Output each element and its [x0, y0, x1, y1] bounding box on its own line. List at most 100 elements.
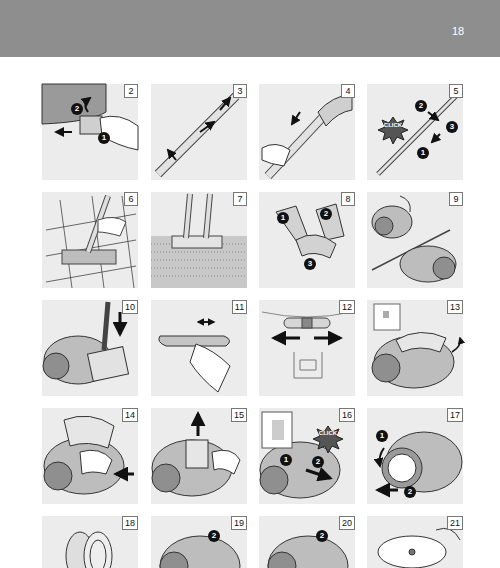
panel-ground	[367, 408, 463, 504]
hose-connect	[56, 131, 72, 133]
power-slider	[262, 312, 352, 378]
carpet-floor	[206, 194, 210, 238]
filter-disc	[66, 532, 112, 568]
step-number: 8	[345, 195, 350, 204]
step-number: 5	[453, 87, 458, 96]
tube-click	[378, 117, 408, 144]
filter-click	[272, 420, 284, 440]
filter-click	[313, 426, 343, 453]
carpet-floor	[186, 194, 190, 238]
handle-fit	[318, 94, 352, 126]
step-number-box: 7	[233, 192, 247, 206]
power-slider	[294, 352, 322, 378]
lid-open	[452, 338, 460, 352]
callout-number: 2	[415, 100, 427, 112]
bag-remove	[44, 438, 124, 494]
nozzle-slide	[190, 344, 230, 392]
step-number-box: 17	[447, 408, 463, 422]
accessory-tools	[296, 235, 336, 258]
step-number: 17	[450, 411, 460, 420]
nozzle-slide	[159, 322, 230, 392]
grille-remove	[378, 489, 398, 492]
callout-number: 1	[280, 454, 292, 466]
lid-open	[372, 304, 460, 388]
accessory-tools	[316, 204, 344, 240]
carpet-floor	[172, 236, 222, 248]
step-number-box: 4	[341, 84, 355, 98]
hard-floor	[46, 196, 136, 288]
carpet-floor	[186, 194, 190, 238]
handle-fit	[262, 144, 290, 166]
tube-click	[432, 134, 440, 142]
nozzle-slide	[159, 336, 230, 346]
page-number: 18	[452, 26, 464, 37]
step-number: 11	[235, 303, 244, 312]
panel-ground	[367, 516, 463, 568]
step-number: 10	[125, 303, 135, 312]
step-number: 4	[345, 87, 350, 96]
vacuum-body	[160, 552, 188, 568]
click-burst-text: CLICK	[384, 122, 402, 128]
step-number: 12	[342, 303, 352, 312]
tube-extend	[158, 96, 236, 174]
callout-number: 2	[316, 530, 328, 542]
vacuum-body	[268, 536, 348, 568]
step-number-box: 2	[124, 84, 138, 98]
callout-number: 2	[312, 456, 324, 468]
panel-ground	[151, 84, 247, 180]
tube-extend	[158, 96, 236, 174]
hose-connect	[42, 84, 138, 150]
hard-floor	[46, 196, 136, 288]
handle-fit	[292, 112, 300, 124]
carpet-floor	[151, 194, 247, 288]
filter-plate	[409, 549, 415, 555]
step-number: 2	[128, 87, 133, 96]
callout-number: 1	[277, 212, 289, 224]
step-number-box: 21	[447, 516, 463, 530]
filter-plate	[378, 528, 460, 568]
step-number-box: 8	[341, 192, 355, 206]
power-slider	[314, 337, 340, 340]
hose-connect	[80, 116, 102, 134]
step-number-box: 16	[339, 408, 355, 422]
tube-extend	[158, 96, 236, 174]
filter-lift	[152, 414, 240, 496]
panel-ground	[367, 84, 463, 180]
panel-ground	[42, 516, 138, 568]
panel-ground	[151, 192, 247, 288]
tube-extend	[220, 98, 230, 110]
tube-click	[378, 94, 458, 174]
tube-park	[87, 347, 128, 382]
step-number-box: 13	[447, 300, 463, 314]
panel-ground	[42, 300, 138, 396]
step-number: 21	[450, 519, 460, 528]
power-slider	[302, 318, 312, 328]
panel-ground	[151, 408, 247, 504]
callout-number: 2	[71, 103, 83, 115]
filter-disc	[90, 540, 106, 568]
power-slider	[274, 337, 300, 340]
step-number-box: 19	[231, 516, 247, 530]
filter-plate	[378, 536, 446, 568]
callout-number: 1	[417, 147, 429, 159]
vacuum-carry	[372, 196, 456, 282]
step-number-box: 14	[122, 408, 138, 422]
grille-remove	[380, 448, 385, 466]
callout-number: 3	[304, 258, 316, 270]
tube-click	[378, 94, 458, 174]
lid-open	[372, 354, 400, 382]
carpet-floor	[151, 244, 247, 276]
accessory-tools	[276, 204, 344, 258]
vacuum-carry	[372, 206, 412, 238]
step-number: 9	[453, 195, 458, 204]
hard-floor	[98, 217, 126, 236]
step-number: 13	[450, 303, 460, 312]
lid-open	[396, 332, 446, 352]
nozzle-slide	[198, 321, 214, 323]
step-number: 6	[128, 195, 133, 204]
tube-park	[119, 312, 122, 334]
filter-click	[262, 412, 292, 448]
vacuum-body	[268, 552, 296, 568]
panel-ground	[259, 192, 355, 288]
